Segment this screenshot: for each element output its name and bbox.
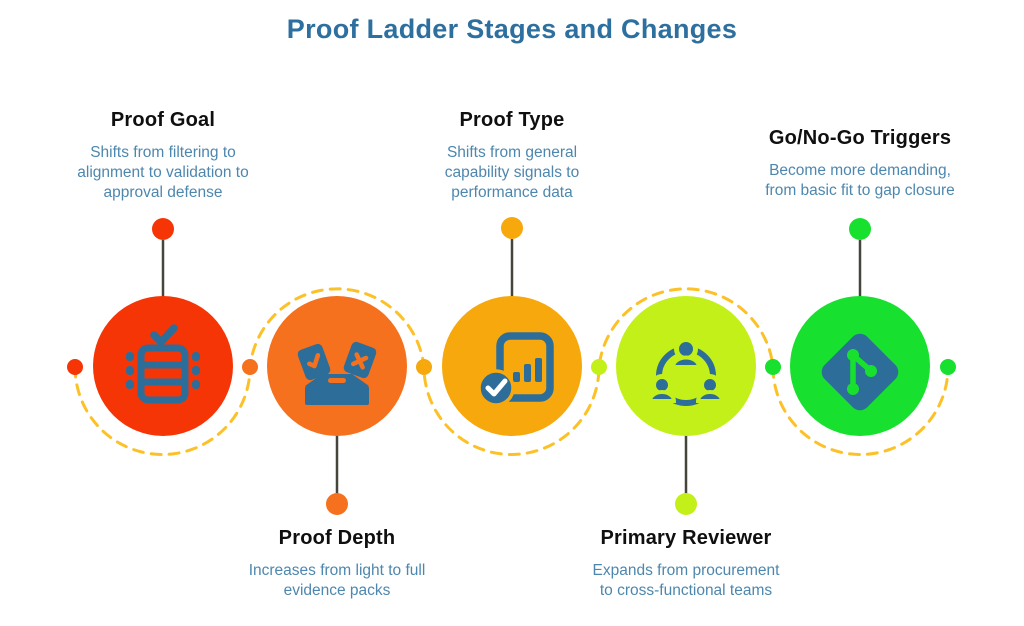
stem-dot-proof-goal xyxy=(152,218,174,240)
stage-heading: Proof Goal xyxy=(110,109,216,131)
desc-line: performance data xyxy=(451,184,573,201)
page-title: Proof Ladder Stages and Changes xyxy=(286,14,738,44)
report-check-icon xyxy=(477,332,554,407)
team-network-icon xyxy=(647,337,725,406)
desc-line: Expands from procurement xyxy=(592,562,780,579)
stage-description: Become more demanding, from basic fit to… xyxy=(730,161,990,201)
desc-line: evidence packs xyxy=(283,582,391,599)
stage-description: Shifts from general capability signals t… xyxy=(392,143,632,203)
desc-line: alignment to validation to xyxy=(77,164,249,181)
wave-dot-end xyxy=(940,359,956,375)
stem-dot-go-no-go xyxy=(849,218,871,240)
wave-dot-4-5 xyxy=(765,359,781,375)
desc-line: capability signals to xyxy=(444,164,580,181)
stem-lines xyxy=(161,239,862,494)
stage-label-proof-goal: Proof Goal Shifts from filtering to alig… xyxy=(43,109,283,203)
wave-dot-1-2 xyxy=(242,359,258,375)
stage-circle-proof-type xyxy=(442,296,582,436)
stem-dot-proof-depth xyxy=(326,493,348,515)
stage-label-proof-depth: Proof Depth Increases from light to full… xyxy=(212,527,462,601)
ballot-box-icon xyxy=(297,341,377,405)
desc-line: Increases from light to full xyxy=(248,562,426,579)
checklist-icon xyxy=(126,324,200,404)
stage-label-primary-reviewer: Primary Reviewer Expands from procuremen… xyxy=(551,527,821,601)
desc-line: Shifts from filtering to xyxy=(90,144,236,161)
stage-circle-proof-depth xyxy=(267,296,407,436)
git-branch-icon xyxy=(821,333,899,411)
stage-label-go-no-go-triggers: Go/No-Go Triggers Become more demanding,… xyxy=(730,127,990,201)
wave-dot-2-3 xyxy=(416,359,432,375)
stem-dot-proof-type xyxy=(501,217,523,239)
desc-line: to cross-functional teams xyxy=(599,582,773,599)
stage-label-proof-type: Proof Type Shifts from general capabilit… xyxy=(392,109,632,203)
stage-description: Increases from light to full evidence pa… xyxy=(212,561,462,601)
wave-dot-start xyxy=(67,359,83,375)
desc-line: approval defense xyxy=(103,184,223,201)
stage-description: Expands from procurement to cross-functi… xyxy=(551,561,821,601)
desc-line: from basic fit to gap closure xyxy=(765,182,955,199)
dashed-wave-path xyxy=(73,287,950,456)
stage-heading: Proof Type xyxy=(459,109,565,131)
stage-description: Shifts from filtering to alignment to va… xyxy=(43,143,283,203)
stage-heading: Proof Depth xyxy=(278,527,396,549)
stage-heading: Primary Reviewer xyxy=(600,527,772,549)
stem-dot-primary-reviewer xyxy=(675,493,697,515)
desc-line: Shifts from general xyxy=(446,144,578,161)
stage-heading: Go/No-Go Triggers xyxy=(768,127,952,149)
wave-dot-3-4 xyxy=(591,359,607,375)
desc-line: Become more demanding, xyxy=(769,162,951,179)
